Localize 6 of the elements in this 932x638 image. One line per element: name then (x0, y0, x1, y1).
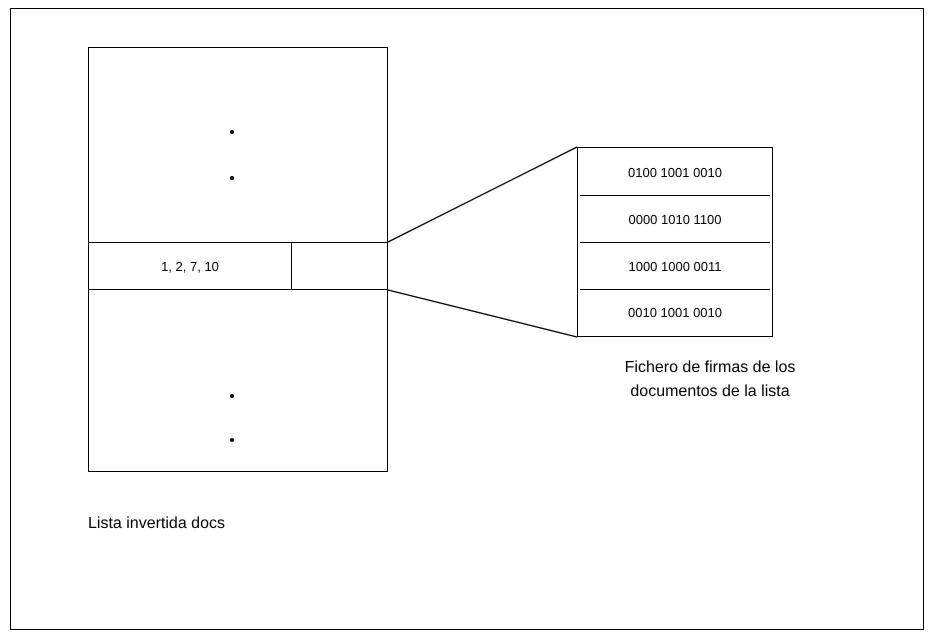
table-cell: 1, 2, 7, 10 (88, 242, 292, 290)
expansion-line (388, 146, 578, 243)
pointer-cell (291, 242, 388, 290)
table-caption: Fichero de firmas de los documentos de la lista (624, 358, 796, 402)
table-caption: Lista invertida docs (88, 514, 226, 534)
expansion-line (388, 289, 578, 338)
